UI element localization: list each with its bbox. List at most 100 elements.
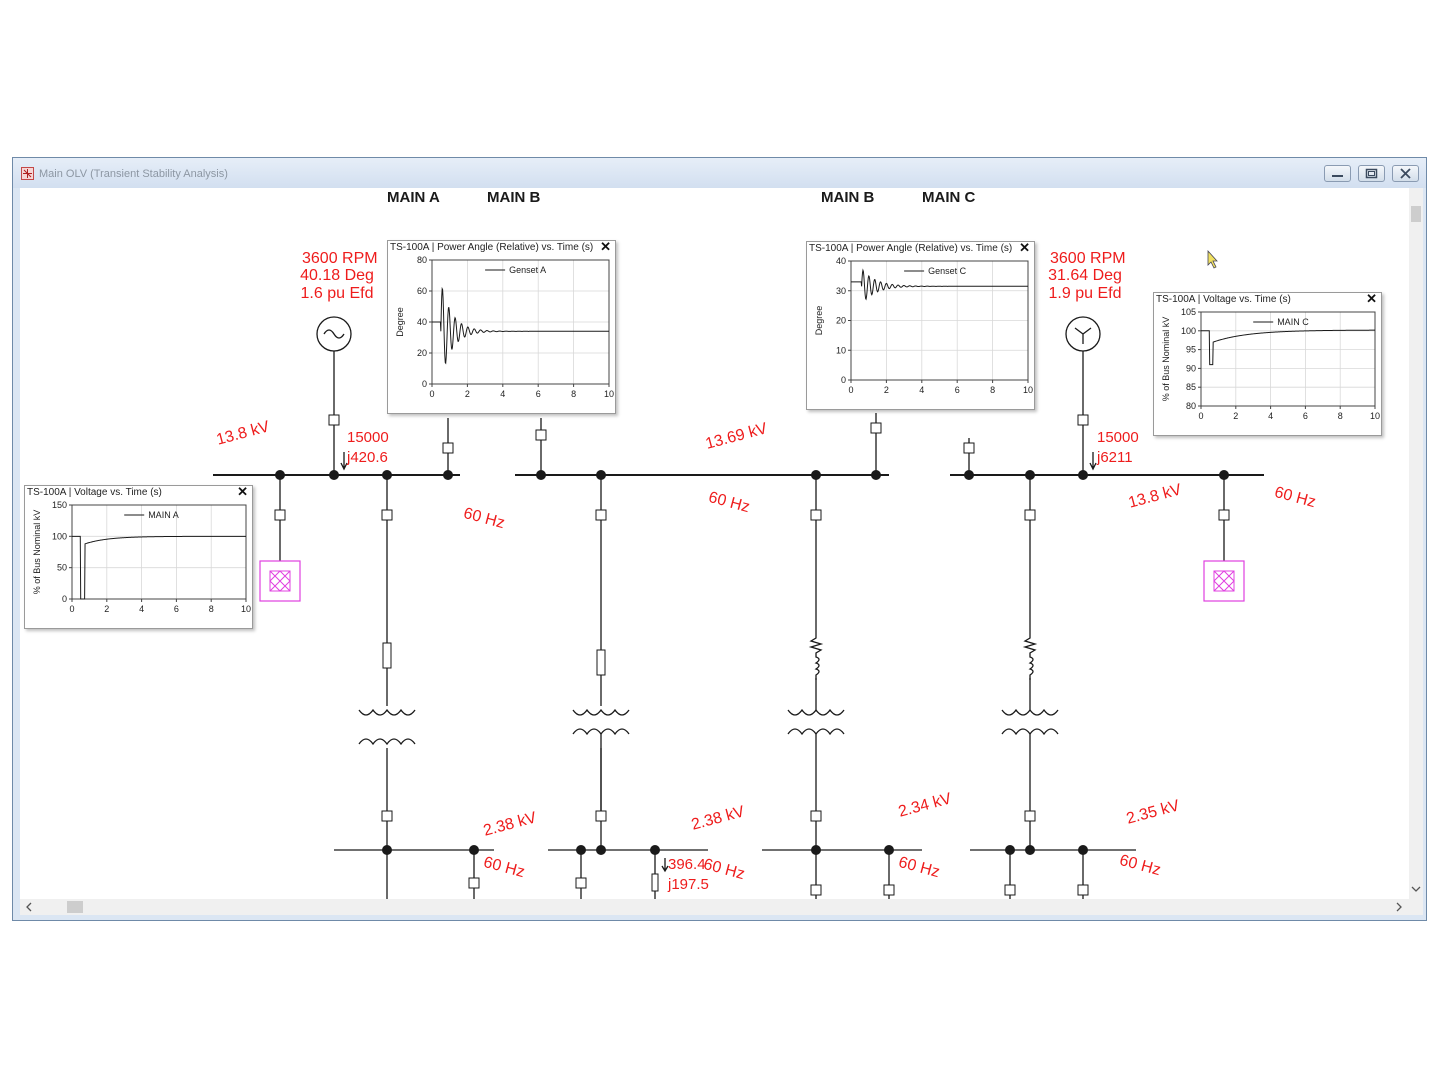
y-tick-label: 0 xyxy=(422,379,427,389)
genset-a-efd: 1.6 pu Efd xyxy=(300,285,374,302)
x-tick-label: 8 xyxy=(209,604,214,614)
y-tick-label: 90 xyxy=(1186,363,1196,373)
y-tick-label: 105 xyxy=(1181,307,1196,317)
y-axis-label: Degree xyxy=(814,306,824,336)
close-window-button[interactable] xyxy=(1392,165,1419,182)
chevron-down-icon[interactable] xyxy=(1411,884,1421,894)
resize-grip[interactable] xyxy=(1409,899,1423,915)
plot-close-icon[interactable]: ✕ xyxy=(237,484,248,499)
one-line-diagram xyxy=(213,249,1264,901)
x-tick-label: 2 xyxy=(884,385,889,395)
y-tick-label: 150 xyxy=(52,500,67,510)
series-line xyxy=(72,535,246,600)
chevron-left-icon[interactable] xyxy=(24,902,34,912)
series-line xyxy=(851,268,1028,301)
olv-window: Main OLV (Transient Stability Analysis) xyxy=(12,157,1427,921)
genset-c-flow-p: 15000 xyxy=(1097,429,1139,446)
mouse-cursor-icon xyxy=(1207,249,1218,269)
bus-name-main-c: MAIN C xyxy=(922,189,976,206)
genset-c-flow-q: j6211 xyxy=(1097,449,1133,466)
load-main-c xyxy=(1203,475,1245,602)
y-axis-label: % of Bus Nominal kV xyxy=(1161,317,1171,402)
x-tick-label: 8 xyxy=(1338,411,1343,421)
x-tick-label: 6 xyxy=(174,604,179,614)
y-tick-label: 40 xyxy=(417,317,427,327)
genset-c xyxy=(1065,316,1101,475)
plot-title: TS-100A | Power Angle (Relative) vs. Tim… xyxy=(390,242,594,253)
x-tick-label: 4 xyxy=(500,389,505,399)
x-tick-label: 0 xyxy=(429,389,434,399)
maximize-button[interactable] xyxy=(1358,165,1385,182)
y-tick-label: 50 xyxy=(57,563,67,573)
x-tick-label: 4 xyxy=(919,385,924,395)
y-tick-label: 100 xyxy=(1181,326,1196,336)
bus-name-main-a: MAIN A xyxy=(387,189,440,206)
y-tick-label: 20 xyxy=(417,348,427,358)
plot-close-icon[interactable]: ✕ xyxy=(1019,240,1030,255)
horizontal-scroll-thumb[interactable] xyxy=(67,901,83,913)
vertical-scrollbar[interactable] xyxy=(1409,188,1423,901)
legend-label: MAIN A xyxy=(148,510,179,520)
x-tick-label: 4 xyxy=(139,604,144,614)
x-tick-label: 0 xyxy=(69,604,74,614)
x-tick-label: 0 xyxy=(848,385,853,395)
genset-a-flow-q: j420.6 xyxy=(347,449,388,466)
load-main-a xyxy=(259,475,301,602)
x-tick-label: 10 xyxy=(604,389,614,399)
plot-frame xyxy=(71,504,247,600)
y-axis-label: % of Bus Nominal kV xyxy=(32,510,42,595)
plot-close-icon[interactable]: ✕ xyxy=(600,239,611,254)
genset-c-rpm: 3600 RPM xyxy=(1050,250,1126,267)
bus-name-main-b-left: MAIN B xyxy=(487,189,541,206)
y-tick-label: 80 xyxy=(1186,401,1196,411)
y-tick-label: 40 xyxy=(836,256,846,266)
y-tick-label: 85 xyxy=(1186,382,1196,392)
genset-a-rpm: 3600 RPM xyxy=(302,250,378,267)
series-line xyxy=(432,286,609,365)
legend-label: Genset C xyxy=(928,266,967,276)
feeder-2 xyxy=(572,475,630,850)
chevron-right-icon[interactable] xyxy=(1394,902,1404,912)
y-tick-label: 10 xyxy=(836,345,846,355)
plot-window-angle-genset-a[interactable]: TS-100A | Power Angle (Relative) vs. Tim… xyxy=(387,239,616,414)
plot-title: TS-100A | Voltage vs. Time (s) xyxy=(1156,294,1291,305)
x-tick-label: 8 xyxy=(990,385,995,395)
x-tick-label: 10 xyxy=(1023,385,1033,395)
one-line-diagram-canvas[interactable]: MAIN A MAIN B MAIN B MAIN C 3600 RPM 40.… xyxy=(20,188,1409,901)
minimize-button[interactable] xyxy=(1324,165,1351,182)
load-flow-q: j197.5 xyxy=(668,876,709,893)
window-title: Main OLV (Transient Stability Analysis) xyxy=(39,168,228,180)
bus-name-main-b-right: MAIN B xyxy=(821,189,875,206)
x-tick-label: 10 xyxy=(1370,411,1380,421)
x-tick-label: 4 xyxy=(1268,411,1273,421)
series-line xyxy=(1201,329,1375,366)
legend-label: MAIN C xyxy=(1277,317,1309,327)
y-tick-label: 0 xyxy=(62,594,67,604)
plot-window-angle-genset-c[interactable]: TS-100A | Power Angle (Relative) vs. Tim… xyxy=(806,240,1035,410)
x-tick-label: 2 xyxy=(465,389,470,399)
feeder-3 xyxy=(787,475,845,850)
title-bar[interactable]: Main OLV (Transient Stability Analysis) xyxy=(13,158,1426,188)
genset-c-angle: 31.64 Deg xyxy=(1048,267,1122,284)
y-tick-label: 80 xyxy=(417,255,427,265)
plot-title: TS-100A | Voltage vs. Time (s) xyxy=(27,487,162,498)
x-tick-label: 2 xyxy=(1233,411,1238,421)
vertical-scroll-thumb[interactable] xyxy=(1411,206,1421,222)
tie-breakers xyxy=(442,413,975,475)
plot-close-icon[interactable]: ✕ xyxy=(1366,291,1377,306)
horizontal-scrollbar[interactable] xyxy=(20,899,1409,915)
minimize-icon xyxy=(1332,175,1343,177)
feeder-1 xyxy=(358,475,416,901)
lv-branches xyxy=(468,850,1089,901)
y-axis-label: Degree xyxy=(395,307,405,337)
y-tick-label: 20 xyxy=(836,316,846,326)
genset-a-angle: 40.18 Deg xyxy=(300,267,374,284)
legend-label: Genset A xyxy=(509,265,546,275)
maximize-icon xyxy=(1365,168,1378,179)
